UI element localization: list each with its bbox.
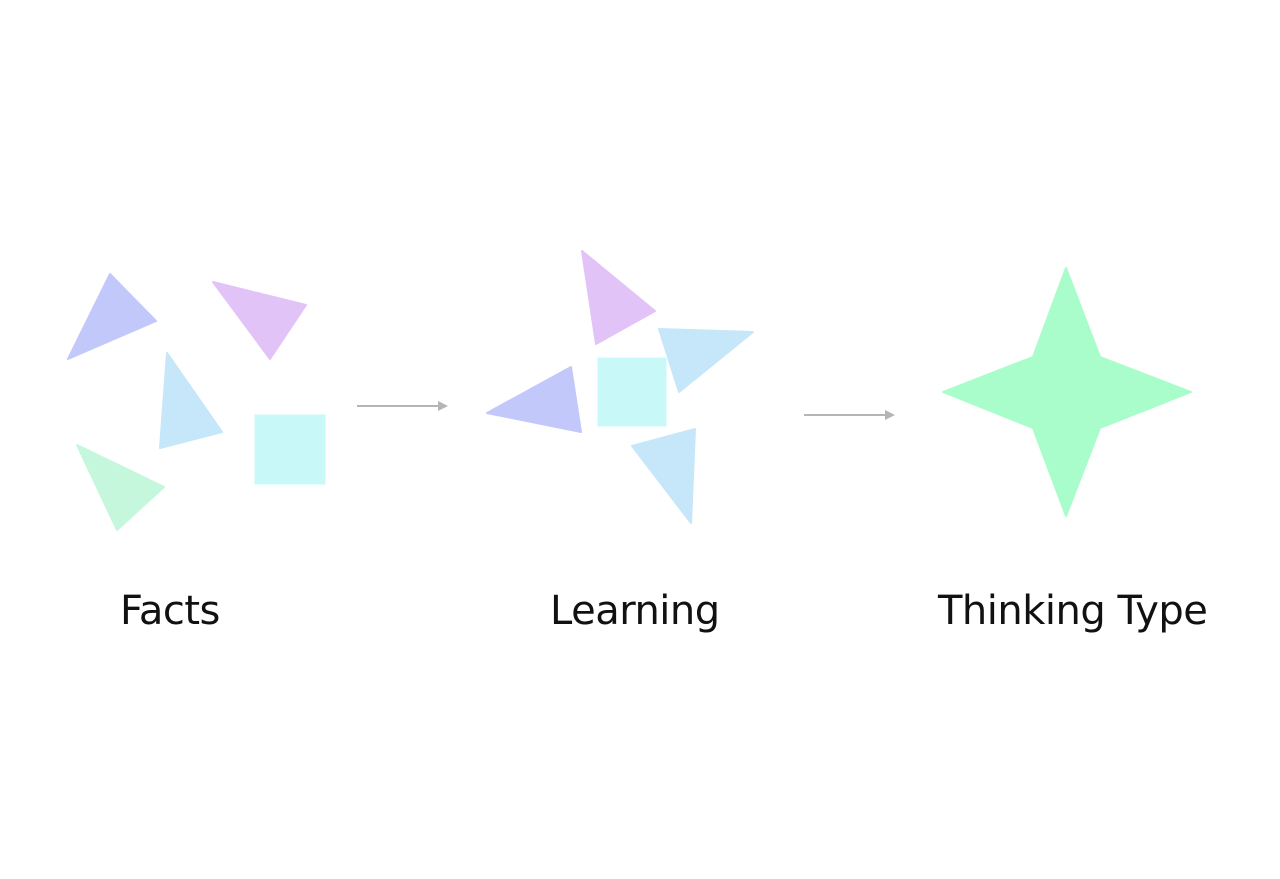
learning-square-cyan	[597, 357, 667, 427]
thinking-star-shape	[942, 267, 1192, 517]
stage-label-facts: Facts	[120, 588, 220, 634]
facts-triangle-lilac	[212, 281, 307, 360]
learning-triangle-lilac	[581, 250, 656, 345]
facts-triangle-mint	[76, 444, 165, 531]
facts-square-cyan	[254, 414, 326, 485]
stage-label-thinking-type: Thinking Type	[938, 588, 1208, 634]
learning-triangle-blue-violet	[486, 366, 582, 433]
stage-label-learning: Learning	[550, 588, 720, 634]
learning-shapes	[486, 250, 754, 524]
learning-triangle-sky-blue-top	[658, 328, 754, 393]
facts-triangle-blue-violet	[67, 273, 157, 360]
learning-triangle-sky-blue-bottom	[631, 428, 696, 524]
facts-shapes	[67, 273, 326, 531]
facts-triangle-sky-blue	[159, 352, 223, 449]
